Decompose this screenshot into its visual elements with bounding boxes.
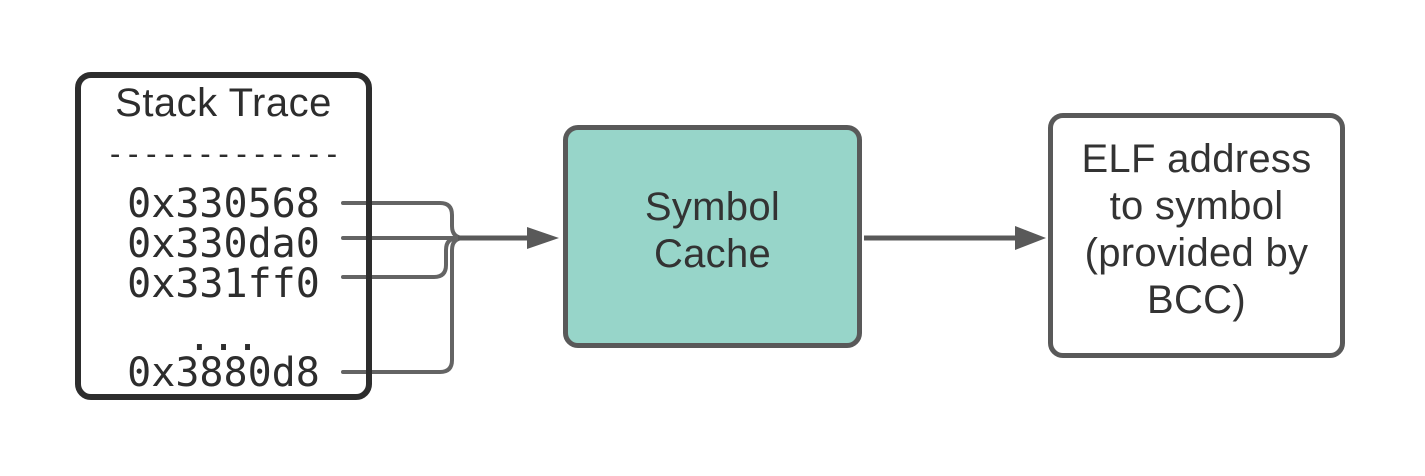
- stack-address-line: 0x331ff0: [127, 261, 320, 307]
- stack-address-line: 0x3880d8: [127, 350, 320, 396]
- connector-line-address-3: [341, 236, 460, 279]
- elf-address-to-symbol-box: ELF address to symbol (provided by BCC): [1048, 113, 1345, 358]
- stack-trace-title: Stack Trace: [115, 81, 332, 125]
- stack-trace-box: Stack Trace ------------- 0x330568 0x330…: [75, 72, 372, 400]
- stack-address-line: 0x330da0: [127, 221, 320, 267]
- stack-address-line: 0x330568: [127, 181, 320, 227]
- dashed-divider: -------------: [106, 137, 341, 172]
- symbol-cache-box: Symbol Cache: [563, 125, 862, 348]
- arrowhead-icon: [527, 227, 559, 249]
- stack-ellipsis-line: ...: [187, 314, 260, 360]
- symbol-cache-label: Symbol Cache: [644, 185, 781, 276]
- elf-address-to-symbol-label: ELF address to symbol (provided by BCC): [1081, 137, 1312, 322]
- arrowhead-icon: [1015, 226, 1046, 250]
- connector-line-address-4: [341, 236, 466, 374]
